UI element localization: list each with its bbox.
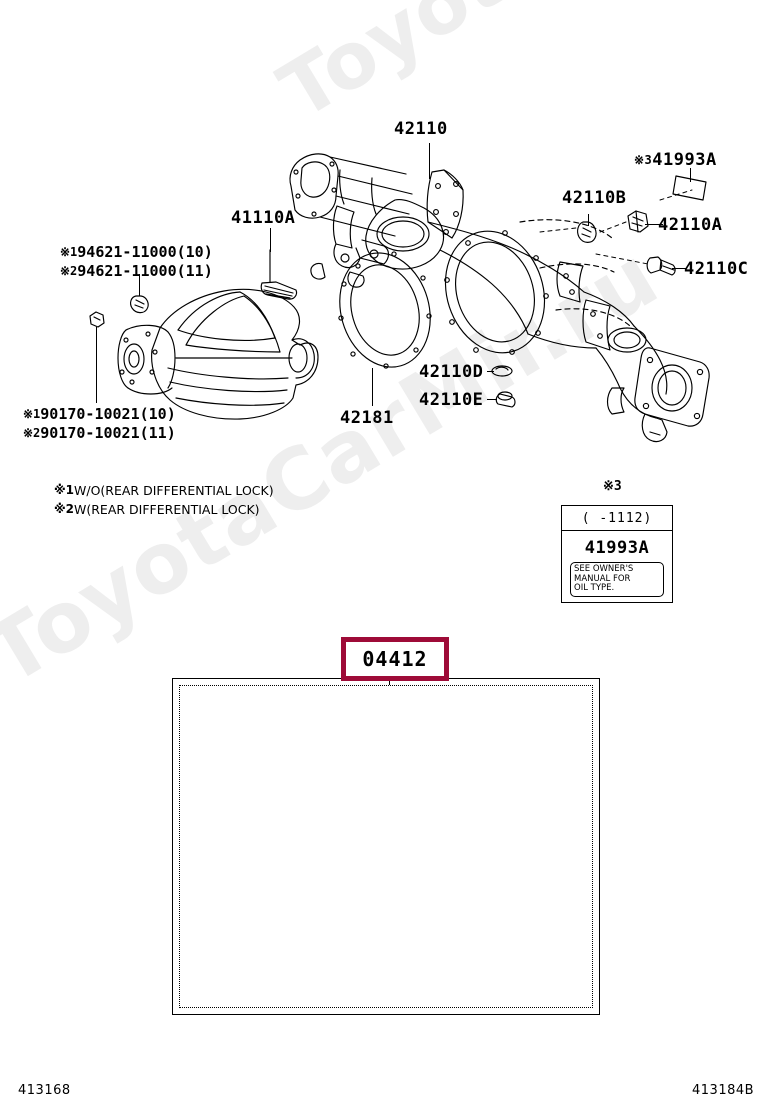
callout-42110b: 42110B [562,188,627,208]
ref-mark-2b: ※2 [23,426,41,440]
callout-41110a: 41110A [231,208,296,228]
leader-42110 [429,143,430,179]
variant-part-90170-10: ※190170-10021(10) [23,405,176,423]
ref-mark-1c: ※1 [54,483,75,497]
inset-caption: ※3 [603,479,622,494]
variant-part-94621-10-text: 94621-11000(10) [77,243,213,261]
callout-41993a: ※341993A [634,150,717,170]
footer-right-code: 413184B [692,1083,755,1098]
ref-mark-2c: ※2 [54,502,75,516]
oil-type-tag-line-2: MANUAL FOR [574,573,631,584]
oil-type-tag-line-3: OIL TYPE. [574,583,615,594]
footer-left-code: 413168 [18,1083,71,1098]
part-42110a-art [627,210,649,233]
oil-type-tag-line-1: SEE OWNER'S [574,564,634,574]
oil-type-tag: SEE OWNER'S MANUAL FOR OIL TYPE. [570,562,664,597]
leader-42110e [487,399,497,400]
callout-42110a: 42110A [658,215,723,235]
part-94621-art [130,295,149,314]
variant-part-90170-11: ※290170-10021(11) [23,424,176,442]
callout-42110d: 42110D [419,362,484,382]
callout-42181: 42181 [340,408,394,428]
axle-housing-center-art [365,169,635,355]
leader-42110c [672,268,686,269]
leader-41110a [270,228,271,252]
variant-part-94621-11: ※294621-11000(11) [60,262,213,280]
variant-part-90170-11-text: 90170-10021(11) [40,424,176,442]
variant-part-94621-11-text: 94621-11000(11) [77,262,213,280]
leader-42110d [487,371,494,372]
ref-mark-1b: ※1 [23,407,41,421]
kit-part-number: 04412 [362,647,428,671]
part-42110b-art [577,221,597,243]
inset-date-range: ( -1112) [562,506,672,531]
leader-41993a [690,168,691,182]
kit-diagram-box [172,678,600,1015]
ref-mark-1: ※1 [60,245,78,259]
kit-part-number-badge[interactable]: 04412 [341,637,449,681]
ref-mark-3: ※3 [634,153,653,167]
axle-housing-right-art [556,261,710,443]
part-42110e-art [495,391,516,408]
leader-94621 [139,274,140,296]
legend-note-1-text: W/O(REAR DIFFERENTIAL LOCK) [74,483,274,498]
variant-part-90170-10-text: 90170-10021(10) [40,405,176,423]
part-42110c-art [646,256,676,276]
kit-diagram-box-inner-border [179,685,593,1008]
callout-42110c: 42110C [684,259,749,279]
legend-note-2: ※2W(REAR DIFFERENTIAL LOCK) [54,502,260,517]
leader-42110a [645,224,663,225]
callout-42110e: 42110E [419,390,484,410]
leader-42110b [588,214,589,226]
inset-note-box: ( -1112) 41993A SEE OWNER'S MANUAL FOR O… [561,505,673,603]
leader-90170 [96,327,97,403]
ref-mark-2: ※2 [60,264,78,278]
part-90170-art [89,311,105,328]
inset-part-number: 41993A [584,538,650,558]
callout-42110: 42110 [394,119,448,139]
legend-note-2-text: W(REAR DIFFERENTIAL LOCK) [74,502,260,517]
gasket-42181-art [338,251,432,369]
differential-carrier-art [117,288,319,420]
part-41110a-art [260,249,298,300]
variant-part-94621-10: ※194621-11000(10) [60,243,213,261]
leader-42181 [372,368,373,406]
legend-note-1: ※1W/O(REAR DIFFERENTIAL LOCK) [54,483,274,498]
part-42110d-art [491,365,513,377]
part-41993a-art [672,175,707,201]
callout-41993a-text: 41993A [652,150,717,170]
